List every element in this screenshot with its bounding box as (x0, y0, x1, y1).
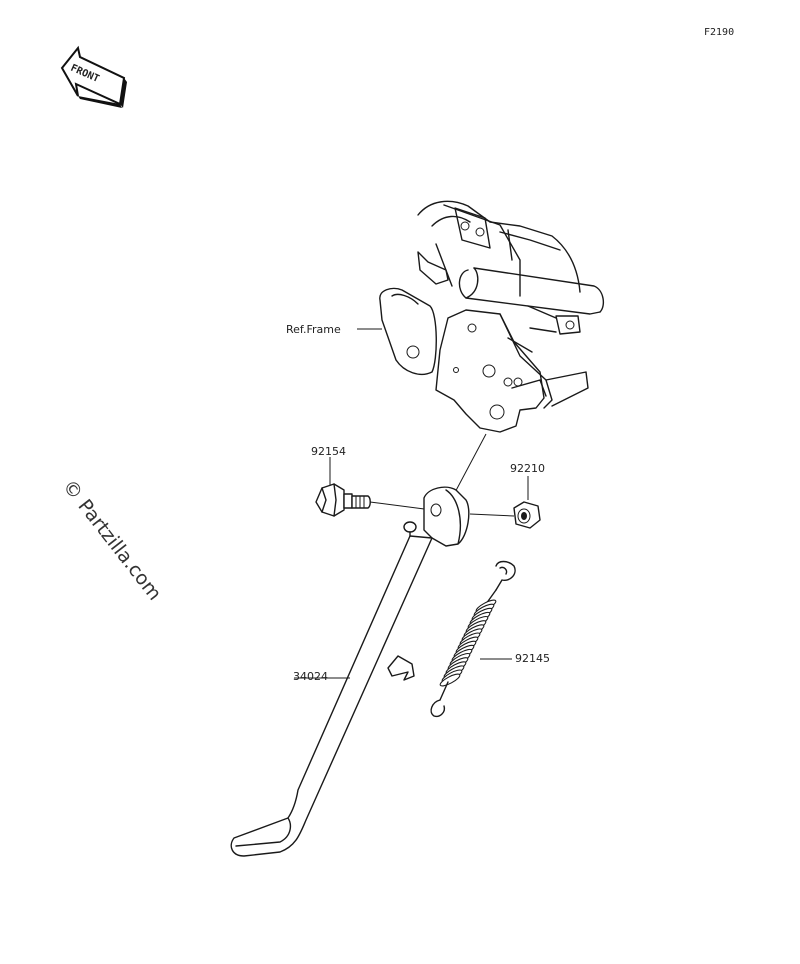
nut-callout[interactable]: 92210 (510, 462, 545, 475)
side-stand-34024 (230, 486, 470, 857)
nut-92210 (513, 501, 541, 529)
stand-callout[interactable]: 34024 (293, 670, 328, 683)
watermark-text: © Partzilla.com (58, 476, 166, 605)
front-arrow-icon: FRONT (60, 45, 127, 108)
pivot-axis-line (451, 433, 487, 499)
spring-coil (439, 673, 461, 687)
bolt-92154 (315, 483, 371, 517)
spring-callout[interactable]: 92145 (515, 652, 550, 665)
frame-callout[interactable]: Ref.Frame (286, 323, 341, 336)
spring-coils (439, 599, 497, 687)
figure-code: F2190 (704, 27, 734, 38)
bolt-axis-line (369, 501, 433, 511)
nut-axis-line (469, 513, 515, 517)
spring-92145 (430, 560, 516, 718)
bolt-callout[interactable]: 92154 (311, 445, 346, 458)
frame-bracket (379, 200, 605, 433)
